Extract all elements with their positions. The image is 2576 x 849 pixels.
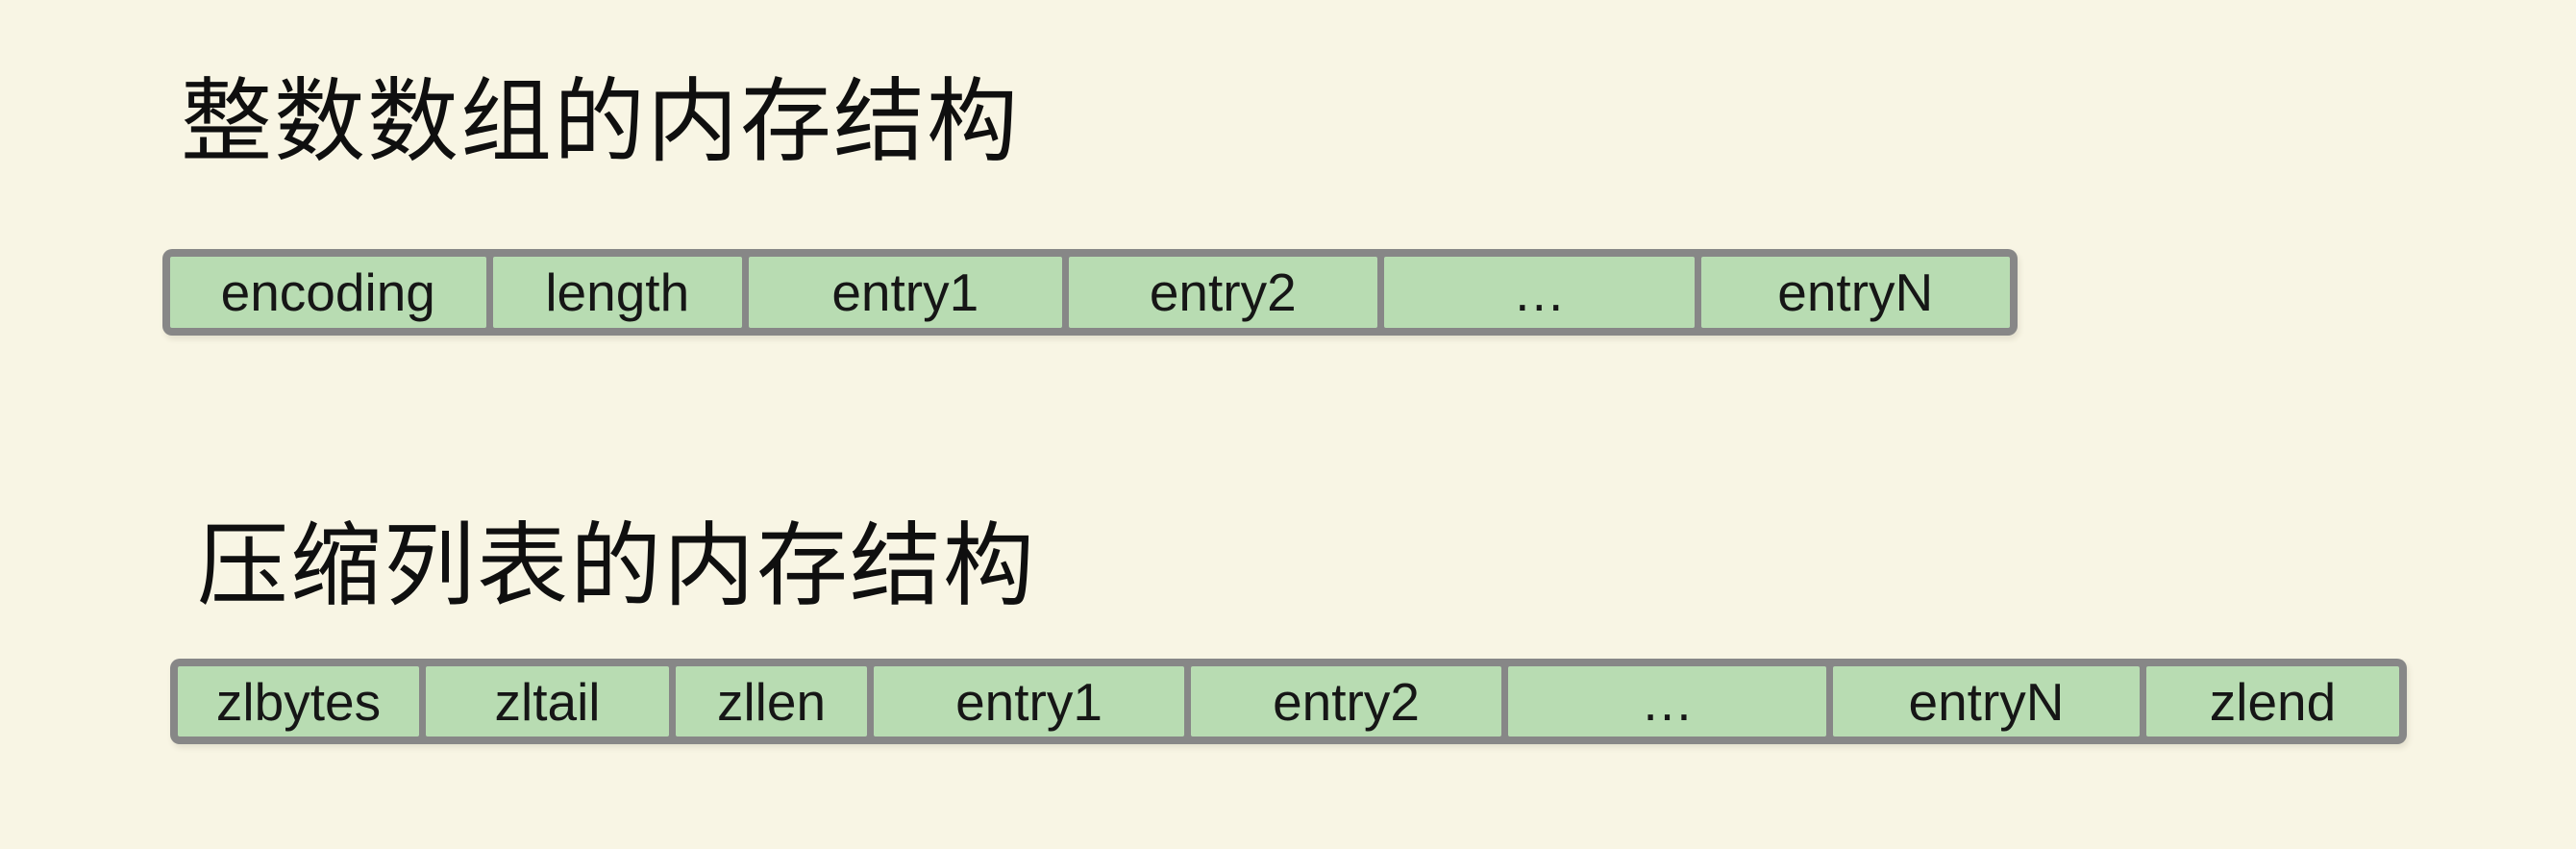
- cell-zllen: zllen: [676, 666, 867, 737]
- cell-entryN: entryN: [1700, 257, 2010, 328]
- cell-zlbytes: zlbytes: [178, 666, 419, 737]
- cell-zlend: zlend: [2146, 666, 2399, 737]
- cell-entry1: entry1: [749, 257, 1062, 328]
- cell-entry2: entry2: [1191, 666, 1501, 737]
- cell-entry2: entry2: [1068, 257, 1377, 328]
- ziplist-memory-bar: zlbytes zltail zllen entry1 entry2 … ent…: [170, 659, 2407, 744]
- cell-zltail: zltail: [426, 666, 669, 737]
- cell-ellipsis: …: [1384, 257, 1695, 328]
- intset-structure-title: 整数数组的内存结构: [181, 71, 1021, 173]
- cell-ellipsis: …: [1508, 666, 1826, 737]
- ziplist-structure-title: 压缩列表的内存结构: [197, 515, 1037, 617]
- cell-entryN: entryN: [1833, 666, 2140, 737]
- cell-entry1: entry1: [874, 666, 1184, 737]
- cell-length: length: [492, 257, 742, 328]
- intset-memory-bar: encoding length entry1 entry2 … entryN: [162, 249, 2018, 336]
- cell-encoding: encoding: [170, 257, 486, 328]
